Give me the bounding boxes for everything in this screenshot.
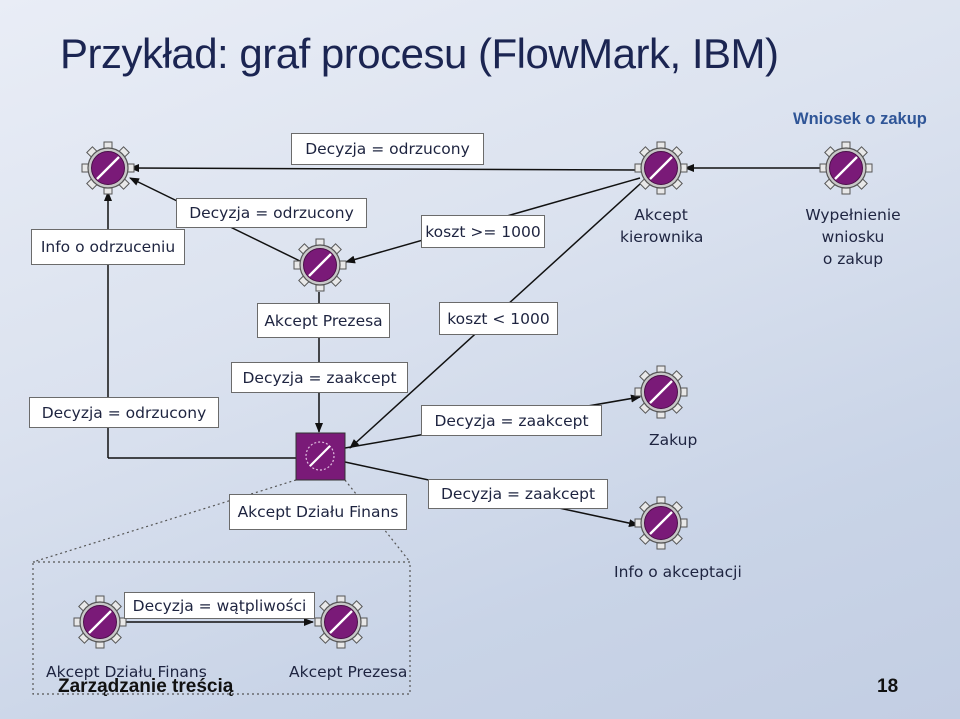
label-line: wniosku <box>821 228 885 246</box>
condition-box: koszt >= 1000 <box>421 215 545 248</box>
sub-node-label-akcept-dzialu: Akcept Działu Finans <box>46 663 207 681</box>
condition-box: Decyzja = odrzucony <box>176 198 367 228</box>
label-line: o zakup <box>822 250 884 268</box>
condition-box: Decyzja = zaakcept <box>428 479 608 509</box>
condition-box: Decyzja = odrzucony <box>291 133 484 165</box>
node-label-akcept-kierownika: Akcept kierownika <box>620 204 704 248</box>
activity-akcept-kierownika-icon[interactable] <box>633 140 689 196</box>
node-label-zakup: Zakup <box>649 431 698 449</box>
activity-wypelnienie-icon[interactable] <box>818 140 874 196</box>
activity-info-o-odrzuceniu-icon[interactable] <box>80 140 136 196</box>
node-label-akcept-prezesa: Akcept Prezesa <box>257 303 390 338</box>
subprocess-frame <box>32 479 411 695</box>
label-line: kierownika <box>620 228 704 246</box>
label-line: Wypełnienie <box>805 206 901 224</box>
condition-box: Decyzja = odrzucony <box>29 397 219 428</box>
activity-info-o-akceptacji-icon[interactable] <box>633 495 689 551</box>
node-label-info-o-akceptacji: Info o akceptacji <box>614 563 742 581</box>
page-number: 18 <box>877 676 899 697</box>
node-label-akcept-dzialu: Akcept Działu Finans <box>229 494 407 530</box>
condition-box: Decyzja = zaakcept <box>421 405 602 436</box>
condition-box: koszt < 1000 <box>439 302 558 335</box>
condition-box: Decyzja = zaakcept <box>231 362 408 393</box>
footer-text: Zarządzanie treścią <box>58 676 234 697</box>
activity-akcept-prezesa-icon[interactable] <box>292 237 348 293</box>
sub-activity-akcept-dzialu-icon[interactable] <box>72 594 128 650</box>
activity-akcept-dzialu-icon[interactable] <box>295 432 346 481</box>
label-line: Akcept <box>634 206 688 224</box>
slide-title: Przykład: graf procesu (FlowMark, IBM) <box>60 30 779 77</box>
sub-node-label-akcept-prezesa: Akcept Prezesa <box>289 663 408 681</box>
condition-box: Decyzja = wątpliwości <box>124 592 315 619</box>
node-label-wypelnienie: Wypełnienie wniosku o zakup <box>798 204 908 270</box>
node-label-info-o-odrzuceniu: Info o odrzuceniu <box>31 229 185 265</box>
activity-zakup-icon[interactable] <box>633 364 689 420</box>
sub-activity-akcept-prezesa-icon[interactable] <box>313 594 369 650</box>
process-heading: Wniosek o zakup <box>793 110 927 128</box>
